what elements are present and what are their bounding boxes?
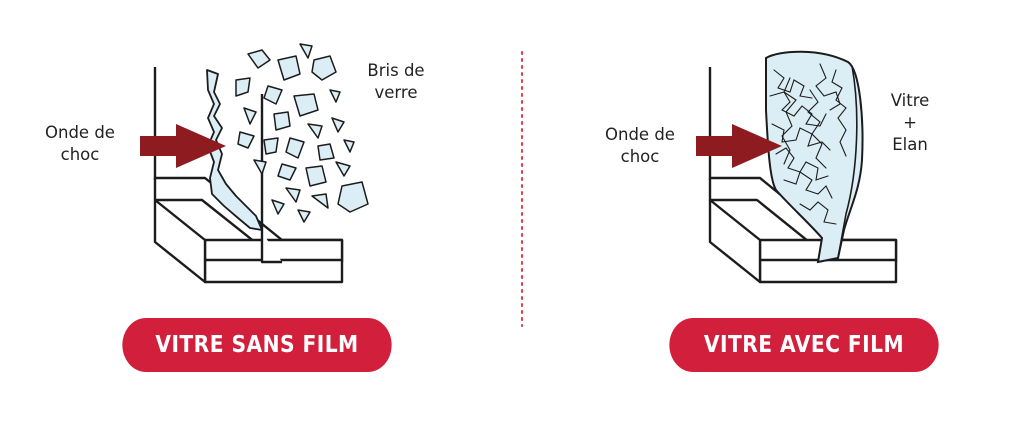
right-shockwave-label: Onde de choc — [600, 124, 680, 168]
left-glass-label-line2: verre — [374, 83, 418, 102]
right-shockwave-arrow-icon — [696, 124, 782, 168]
right-window-frame-icon — [708, 67, 898, 284]
left-shockwave-label-line2: choc — [60, 145, 100, 164]
laminated-glass-icon — [765, 50, 864, 264]
right-glass-label-line3: Elan — [892, 135, 928, 154]
right-glass-label-line1: Vitre — [890, 91, 930, 110]
glass-crack-pattern — [769, 63, 847, 225]
right-glass-label-line2: + — [903, 113, 917, 132]
right-glass-label: Vitre + Elan — [880, 90, 940, 156]
left-broken-glass-edge — [206, 69, 263, 231]
right-shockwave-label-line1: Onde de — [605, 125, 675, 144]
vitre-sans-film-button[interactable]: VITRE SANS FILM — [122, 318, 392, 372]
glass-shard-icon — [235, 43, 369, 223]
left-glass-label: Bris de verre — [360, 60, 432, 104]
glass-film-edge — [837, 65, 858, 259]
left-shockwave-label-line1: Onde de — [45, 123, 115, 142]
left-glass-label-line1: Bris de — [367, 61, 425, 80]
left-shockwave-label: Onde de choc — [40, 122, 120, 166]
left-shockwave-arrow-icon — [140, 124, 226, 168]
vitre-avec-film-button[interactable]: VITRE AVEC FILM — [669, 318, 939, 372]
right-shockwave-label-line2: choc — [620, 147, 660, 166]
